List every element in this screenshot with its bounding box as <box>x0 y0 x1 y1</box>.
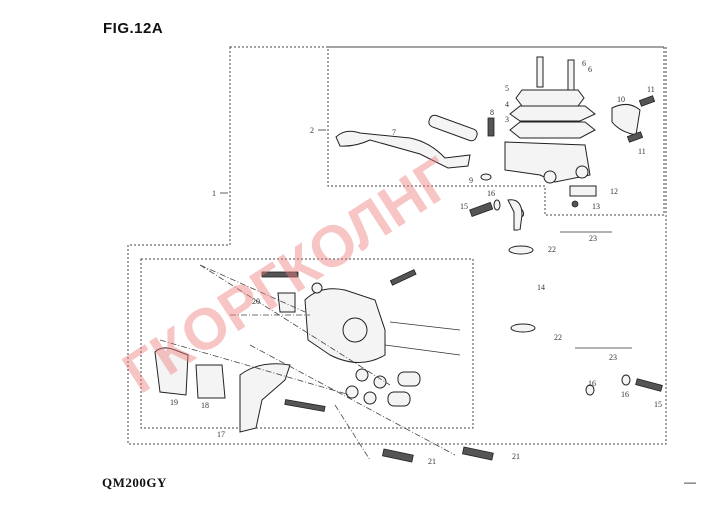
boot <box>311 282 323 294</box>
screw-6a <box>536 56 544 88</box>
diaphragm-plate-3 <box>509 121 596 139</box>
washer-9 <box>480 173 492 181</box>
callout-13: 13 <box>592 202 600 211</box>
callout-15a: 15 <box>460 202 468 211</box>
callout-23a: 23 <box>589 234 597 243</box>
bolt-21a <box>382 448 414 463</box>
switch-12 <box>569 185 597 197</box>
callout-6a: 6 <box>582 59 586 68</box>
gasket-4 <box>509 105 596 122</box>
callout-1: 1 <box>212 189 216 198</box>
port <box>543 170 557 184</box>
page-mark: — <box>684 475 696 489</box>
callout-19: 19 <box>170 398 178 407</box>
bolt-11b <box>626 131 644 143</box>
brake-hose-14 <box>519 229 606 396</box>
callout-21a: 21 <box>428 457 436 466</box>
assembly-boundary-1 <box>127 46 667 445</box>
callout-16a: 16 <box>487 189 495 198</box>
bleeder <box>389 269 417 286</box>
pin-b <box>384 344 461 356</box>
callout-9: 9 <box>469 176 473 185</box>
callout-16b: 16 <box>588 379 596 388</box>
callout-3: 3 <box>505 115 509 124</box>
grommet-22b <box>510 323 536 333</box>
callout-22a: 22 <box>548 245 556 254</box>
centerline <box>159 264 456 461</box>
callout-5: 5 <box>505 84 509 93</box>
callout-23b: 23 <box>609 353 617 362</box>
model-name: QM200GY <box>102 475 167 490</box>
seal-c <box>345 385 359 399</box>
figure-title: FIG.12A <box>103 20 164 37</box>
bolt-15-top <box>469 201 494 218</box>
bolt-11a <box>638 95 656 107</box>
callout-11a: 11 <box>647 85 655 94</box>
callout-12: 12 <box>610 187 618 196</box>
port2 <box>575 165 589 179</box>
pin-a <box>389 321 461 331</box>
caliper-bracket <box>239 363 291 433</box>
master-cylinder-group <box>335 56 656 218</box>
hose-fitting <box>507 199 523 231</box>
bolt-8 <box>487 117 495 137</box>
washer-16-top <box>493 199 501 211</box>
brake-pad-18 <box>195 364 226 399</box>
callout-14: 14 <box>537 283 545 292</box>
master-cylinder-body <box>504 141 591 183</box>
seal-a <box>355 368 369 382</box>
bolt-21b <box>462 446 494 461</box>
pad-spring-20 <box>277 292 296 313</box>
callout-22b: 22 <box>554 333 562 342</box>
brake-lever <box>335 130 471 169</box>
callout-8: 8 <box>490 108 494 117</box>
seal-d <box>363 391 377 405</box>
callout-15b: 15 <box>654 400 662 409</box>
piston-b <box>387 391 411 407</box>
callout-20: 20 <box>252 297 260 306</box>
callout-17: 17 <box>217 430 225 439</box>
caliper-bore <box>342 317 368 343</box>
seal-b <box>373 375 387 389</box>
callout-21b: 21 <box>512 452 520 461</box>
pin-top <box>261 271 299 278</box>
callout-4: 4 <box>505 100 509 109</box>
piston-a <box>397 371 421 387</box>
screw-6b <box>567 59 575 91</box>
cap-5 <box>515 89 585 107</box>
caliper-boundary-17 <box>140 258 474 429</box>
caliper-group <box>154 264 494 463</box>
screw-13 <box>571 200 579 208</box>
callout-6b: 6 <box>588 65 592 74</box>
brake-pad-19 <box>154 347 189 396</box>
callout-18: 18 <box>201 401 209 410</box>
piston <box>428 114 478 142</box>
bolt-15-bottom <box>635 378 663 392</box>
callout-labels: 1 2 3 4 5 6 6 7 8 9 10 11 11 12 13 14 15… <box>170 59 662 466</box>
brake-hose-group <box>507 199 663 397</box>
callout-10: 10 <box>617 95 625 104</box>
pin-bottom <box>284 399 326 412</box>
callout-7: 7 <box>392 128 396 137</box>
callout-11b: 11 <box>638 147 646 156</box>
grommet-22a <box>508 245 534 255</box>
washer-16b <box>621 374 631 386</box>
callout-2: 2 <box>310 126 314 135</box>
holder-10 <box>611 104 641 136</box>
washer-16a <box>585 384 595 396</box>
callout-16c: 16 <box>621 390 629 399</box>
master-cylinder-boundary-2 <box>327 46 665 216</box>
